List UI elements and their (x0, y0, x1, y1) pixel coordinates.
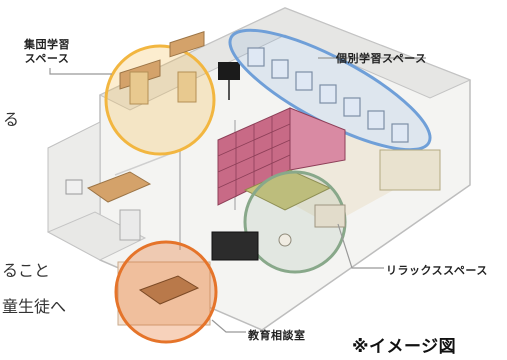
consultation-room-label: 教育相談室 (248, 329, 306, 342)
group-study-label: 集団学習 スペース (12, 38, 82, 66)
partition-panel (177, 71, 197, 103)
group-study-label-line1: 集団学習 (24, 38, 70, 51)
study-carrels (247, 47, 409, 143)
storage-lockers (211, 231, 259, 261)
appliance (65, 179, 83, 195)
text-fragment: 童生徒へ (2, 297, 67, 316)
individual-study-label: 個別学習スペース (336, 52, 427, 65)
cabinet (379, 149, 441, 191)
meeting-table (86, 171, 152, 203)
group-table (169, 31, 205, 58)
relax-space-label: リラックススペース (386, 264, 488, 277)
cabinet (119, 209, 141, 241)
image-note: ※イメージ図 (352, 337, 457, 357)
text-fragment: ること (2, 261, 51, 280)
sofa (314, 204, 346, 228)
monitor (218, 62, 240, 80)
group-study-label-line2: スペース (24, 52, 70, 65)
leader-lines (49, 57, 426, 333)
partition-panel (129, 71, 149, 105)
pink-shelving (217, 107, 346, 206)
chair (278, 233, 292, 247)
left-wing-floor (46, 211, 147, 261)
text-fragment: る (3, 110, 20, 129)
consultation-table (138, 275, 200, 305)
